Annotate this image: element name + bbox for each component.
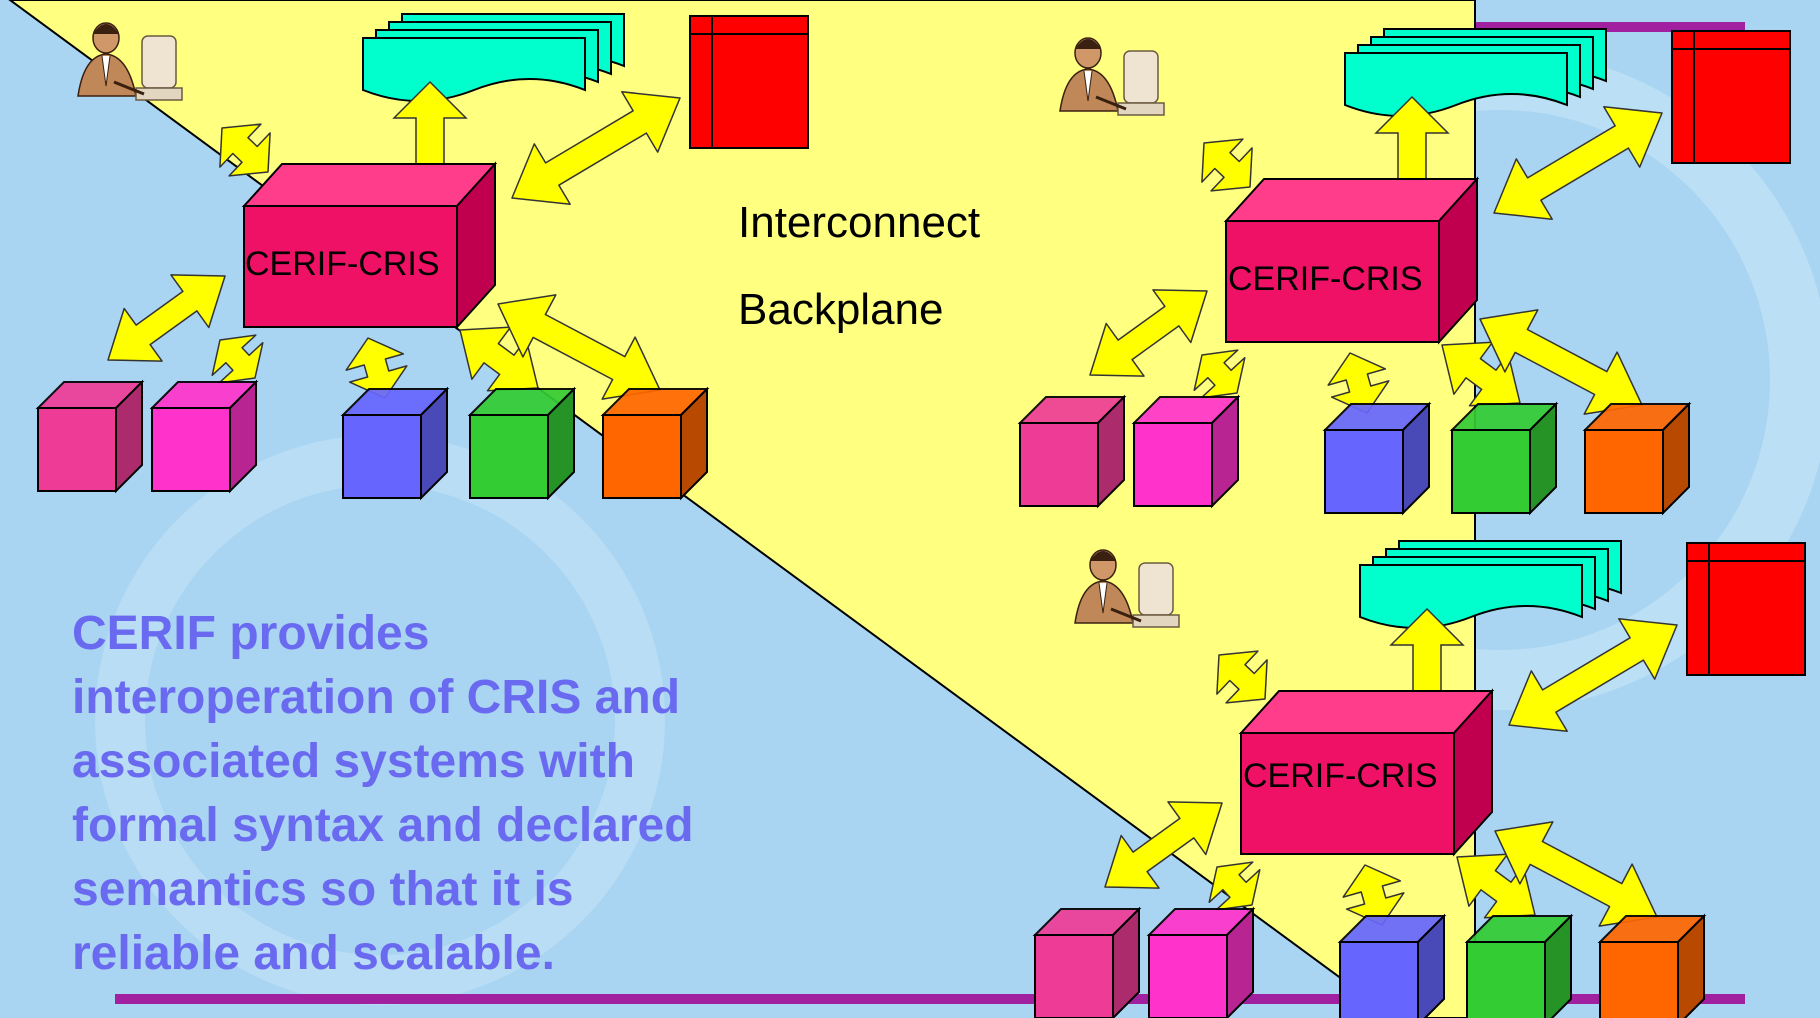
cube-orange-2 [1582,401,1692,516]
cube-magenta-2 [1131,394,1241,509]
database-2 [1671,30,1791,164]
cris-box-3 [1238,688,1495,857]
document-stack-1 [362,13,625,102]
caption-line: formal syntax and declared [72,799,694,852]
cube-pink-1 [35,379,145,494]
cube-link-arrow-2 [1193,349,1246,399]
cube-magenta-1 [149,379,259,494]
cris-box-1 [241,161,498,330]
cris-node-2-label: CERIF-CRIS [1228,260,1423,298]
user-workstation-1 [77,22,183,101]
cube-green-2 [1449,401,1559,516]
cube-link-arrow-2 [1089,289,1208,377]
cube-green-1 [467,386,577,501]
cube-link-arrow-3 [1104,801,1223,889]
cube-blue-3 [1337,913,1447,1018]
cris-box-2 [1223,176,1480,345]
top-rule-line [1470,22,1745,32]
cube-orange-1 [600,386,710,501]
backplane-label-line1: Interconnect [738,198,981,247]
cube-pink-2 [1017,394,1127,509]
caption-line: reliable and scalable. [72,927,555,980]
database-link-arrow-2 [1493,106,1663,220]
cube-blue-1 [340,386,450,501]
user-link-arrow-3 [1216,650,1268,704]
cube-link-arrow-1 [211,334,264,384]
database-link-arrow-3 [1508,618,1678,732]
caption-line: semantics so that it is [72,863,574,916]
cris-node-1-label: CERIF-CRIS [245,245,440,283]
database-link-arrow-1 [511,91,681,205]
cris-node-3-label: CERIF-CRIS [1243,757,1438,795]
user-workstation-3 [1074,549,1180,628]
user-link-arrow-2 [1201,138,1253,192]
caption-text: CERIF provides interoperation of CRIS an… [72,602,812,986]
caption-line: interoperation of CRIS and [72,671,681,724]
cube-link-arrow-1 [107,274,226,362]
document-stack-2 [1344,28,1607,117]
cube-green-3 [1464,913,1574,1018]
document-stack-3 [1359,540,1622,629]
cube-magenta-3 [1146,906,1256,1018]
user-link-arrow-1 [219,123,271,177]
backplane-label-line2: Backplane [738,285,944,334]
cube-link-arrow-3 [1208,861,1261,911]
caption-line: associated systems with [72,735,635,788]
cube-blue-2 [1322,401,1432,516]
caption-line: CERIF provides [72,607,430,660]
database-1 [689,15,809,149]
cube-orange-3 [1597,913,1707,1018]
bottom-rule-line [115,994,1745,1004]
database-3 [1686,542,1806,676]
cube-pink-3 [1032,906,1142,1018]
user-workstation-2 [1059,37,1165,116]
